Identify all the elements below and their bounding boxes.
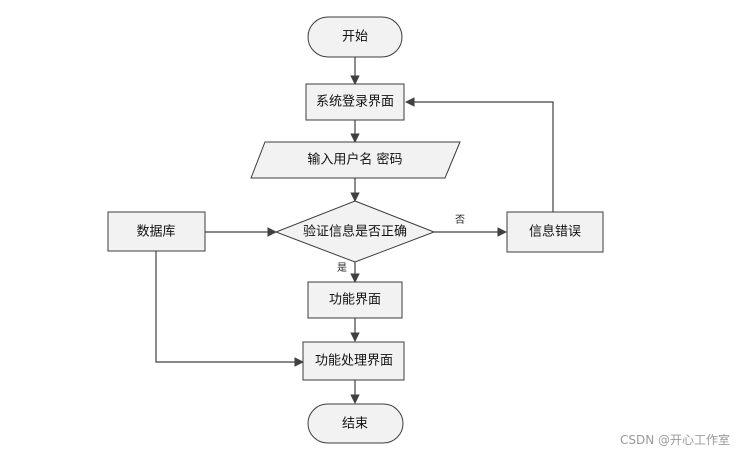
edge-label-no: 否 bbox=[455, 214, 465, 226]
database-box: 数据库 bbox=[107, 211, 206, 252]
end-terminator: 结束 bbox=[307, 403, 404, 444]
error-box: 信息错误 bbox=[506, 211, 604, 253]
end-label: 结束 bbox=[342, 417, 368, 432]
function-page-label: 功能界面 bbox=[329, 293, 381, 308]
login-page-label: 系统登录界面 bbox=[316, 95, 394, 110]
watermark: CSDN @开心工作室 bbox=[619, 433, 730, 447]
function-processing-box: 功能处理界面 bbox=[302, 341, 405, 381]
function-processing-label: 功能处理界面 bbox=[315, 354, 393, 369]
input-credentials-parallelogram: 输入用户名 密码 bbox=[250, 141, 461, 179]
verify-decision-diamond: 验证信息是否正确 bbox=[274, 200, 436, 263]
database-label: 数据库 bbox=[136, 224, 175, 240]
start-label: 开始 bbox=[342, 30, 368, 45]
start-terminator: 开始 bbox=[307, 16, 403, 58]
edge-label-yes: 是 bbox=[337, 262, 347, 274]
function-page-box: 功能界面 bbox=[307, 281, 403, 319]
edge-error-to-login bbox=[405, 97, 554, 212]
verify-label: 验证信息是否正确 bbox=[303, 224, 407, 240]
login-page-box: 系统登录界面 bbox=[305, 83, 405, 121]
error-label: 信息错误 bbox=[529, 224, 581, 240]
edge-database-to-processing bbox=[155, 251, 304, 367]
input-credentials-label: 输入用户名 密码 bbox=[307, 152, 402, 168]
